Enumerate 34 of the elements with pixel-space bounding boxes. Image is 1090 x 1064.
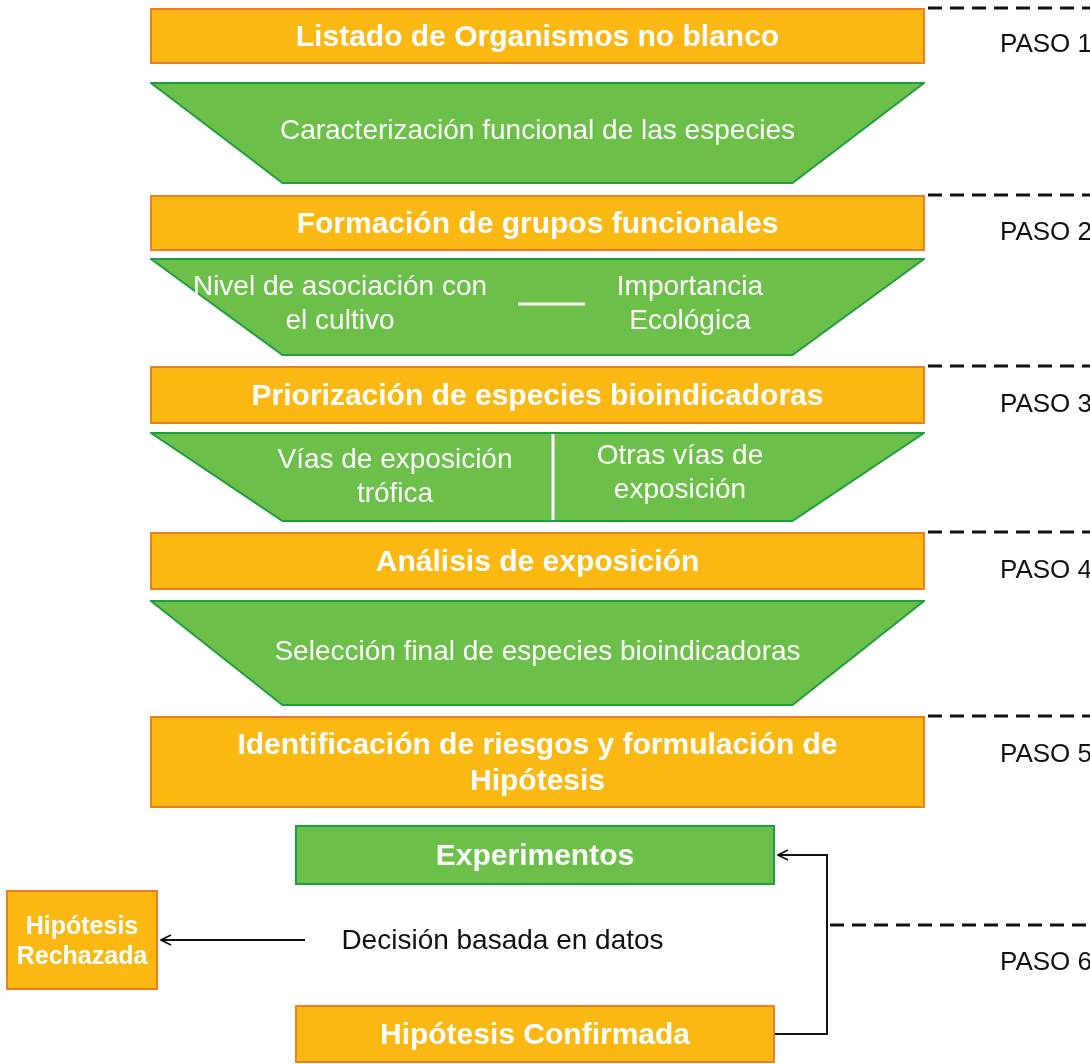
step-text: Selección final de especies bioindicadoras xyxy=(273,634,802,669)
trapezoid-box xyxy=(150,258,925,356)
step-text: Análisis de exposición xyxy=(374,543,701,579)
step-text: Hipótesis Confirmada xyxy=(378,1016,692,1052)
decision-text: Decisión basada en datos xyxy=(340,923,665,958)
step-text: Experimentos xyxy=(434,837,636,873)
trapezoid-box xyxy=(150,82,925,184)
step-text: Nivel de asociación con el cultivo xyxy=(191,269,489,337)
trapezoid-box xyxy=(150,432,925,522)
step-text: Caracterización funcional de las especies xyxy=(278,113,797,148)
step-label: PASO 3 xyxy=(1000,388,1090,419)
step-label: PASO 1 xyxy=(1000,28,1090,59)
process-box xyxy=(295,825,775,885)
step-text: Vías de exposición trófica xyxy=(276,442,514,510)
step-text: Importancia Ecológica xyxy=(615,269,765,337)
step-box xyxy=(150,532,925,590)
step-text: Hipótesis Rechazada xyxy=(15,910,149,971)
step-label: PASO 5 xyxy=(1000,738,1090,769)
step-text: Identificación de riesgos y formulación de Hipótesis xyxy=(236,726,839,798)
arrow xyxy=(160,934,306,946)
step-label: PASO 6 xyxy=(1000,946,1090,977)
step-box xyxy=(150,195,925,251)
step-box xyxy=(150,366,925,424)
step-text: Otras vías de exposición xyxy=(595,438,765,506)
step-text: Listado de Organismos no blanco xyxy=(294,18,781,54)
step-box xyxy=(6,890,158,990)
arrow xyxy=(774,849,828,1035)
step-box xyxy=(295,1005,775,1063)
step-box xyxy=(150,8,925,64)
step-text: Formación de grupos funcionales xyxy=(295,205,780,241)
step-box xyxy=(150,716,925,808)
trapezoid-box xyxy=(150,600,925,706)
step-label: PASO 2 xyxy=(1000,216,1090,247)
step-text: Priorización de especies bioindicadoras xyxy=(250,377,825,413)
